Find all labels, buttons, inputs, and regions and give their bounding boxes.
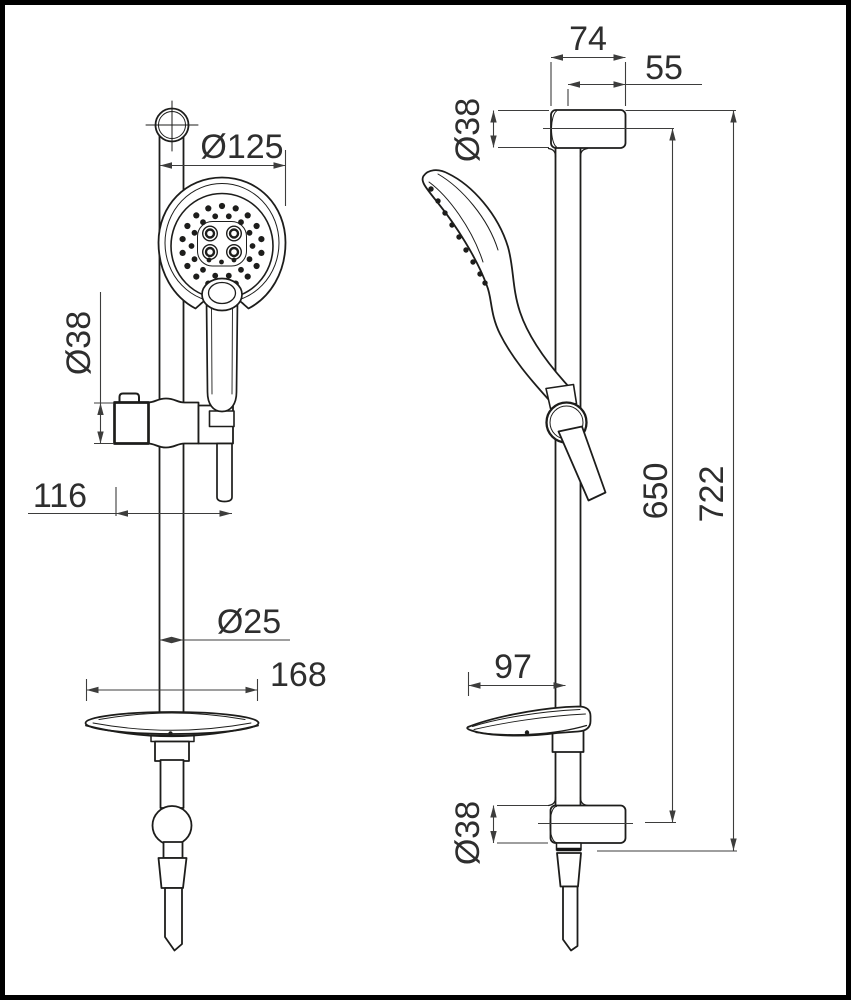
arrowhead (245, 686, 258, 694)
dim-label-dish-diameter: 168 (270, 656, 327, 694)
arrowhead (568, 81, 580, 88)
handle-connector (208, 410, 235, 428)
soap-dish-front (84, 711, 260, 762)
hand-shower-handle-front (201, 277, 243, 503)
wand-body (421, 169, 571, 401)
bracket-end-cap (549, 806, 557, 843)
soap-dish-side (466, 705, 592, 753)
dish-screw-side (524, 730, 530, 735)
dish-tray-side (466, 705, 592, 737)
hose-cone-side (556, 852, 582, 888)
dish-screw (168, 731, 173, 736)
head-button-inner (207, 281, 237, 305)
dim-head-diameter: Ø125 (160, 128, 287, 206)
dish-underside (85, 724, 259, 738)
dim-overall-height: 722 (597, 109, 737, 852)
arrowhead (551, 54, 563, 61)
bottom-supply-front (151, 759, 193, 952)
arrowhead (613, 81, 626, 88)
massage-jets (201, 225, 242, 260)
dim-label-bracket-width: 74 (569, 20, 607, 58)
dim-label-overall-height: 722 (693, 466, 731, 523)
arrowhead (669, 810, 676, 823)
dim-label-holder-diameter: Ø38 (60, 311, 98, 375)
dim-label-holder-reach: 116 (33, 477, 87, 515)
dim-bar-length: 650 (538, 127, 676, 825)
bottom-wall-bracket (547, 796, 627, 952)
arrowhead (669, 128, 676, 141)
arrowhead (730, 110, 737, 123)
supply-ball (151, 805, 193, 846)
dim-holder-reach: 116 (28, 477, 232, 517)
arrowhead (468, 682, 481, 689)
dim-label-top-bracket-diameter: Ø38 (449, 98, 487, 162)
hose-cone (157, 857, 188, 889)
jet-pad (197, 221, 247, 267)
arrowhead (273, 162, 286, 169)
hose-end (164, 887, 183, 952)
arrowhead (160, 162, 172, 169)
dim-dish-depth: 97 (467, 648, 566, 696)
arrowhead (490, 805, 497, 818)
arrowhead (86, 686, 99, 694)
handle-inlet-tube (216, 442, 233, 503)
arrowhead (730, 838, 737, 851)
bracket-tab (118, 392, 140, 404)
wand-nozzle-bumps (428, 186, 488, 286)
side-view: 74 55 Ø38 650 (421, 20, 737, 952)
bracket-wall-block (113, 401, 150, 445)
top-wall-bracket (547, 109, 627, 158)
bracket-band (147, 397, 200, 449)
dim-holder-diameter: Ø38 (60, 292, 114, 445)
hand-shower-side (421, 169, 607, 502)
dim-dish-diameter: 168 (85, 656, 327, 701)
front-view: Ø125 Ø38 116 Ø25 (28, 100, 327, 952)
arrowhead (159, 636, 172, 644)
arrowhead (490, 831, 497, 843)
arrowhead (490, 110, 497, 123)
arrowhead (97, 431, 104, 444)
dim-bracket-width: 74 (550, 20, 627, 106)
dim-label-bottom-bracket-diameter: Ø38 (449, 801, 487, 865)
dim-top-bracket-diameter: Ø38 (449, 98, 549, 162)
supply-tube (159, 759, 185, 809)
supply-neck (162, 841, 184, 859)
arrowhead (553, 682, 566, 689)
dim-label-bar-length: 650 (637, 463, 675, 520)
dim-rail-diameter: Ø25 (159, 603, 290, 644)
dish-collar (154, 740, 190, 762)
wand-inlet-tube (557, 425, 607, 502)
holder-bracket-front (113, 392, 235, 449)
top-flange-circle (145, 100, 199, 152)
bracket-body (549, 804, 627, 844)
dim-label-rail-diameter: Ø25 (217, 603, 281, 641)
dim-label-dish-depth: 97 (494, 648, 532, 686)
dim-bracket-offset: 55 (567, 49, 702, 106)
arrowhead (490, 135, 497, 148)
arrowhead (171, 636, 184, 644)
arrowhead (116, 510, 128, 517)
dim-label-bracket-offset: 55 (645, 49, 683, 87)
arrowhead (97, 403, 104, 415)
dim-label-head-diameter: Ø125 (200, 128, 283, 166)
arrowhead (219, 510, 232, 517)
dim-bottom-bracket-diameter: Ø38 (449, 801, 548, 865)
hose-end-side (562, 885, 579, 952)
arrowhead (613, 54, 626, 61)
